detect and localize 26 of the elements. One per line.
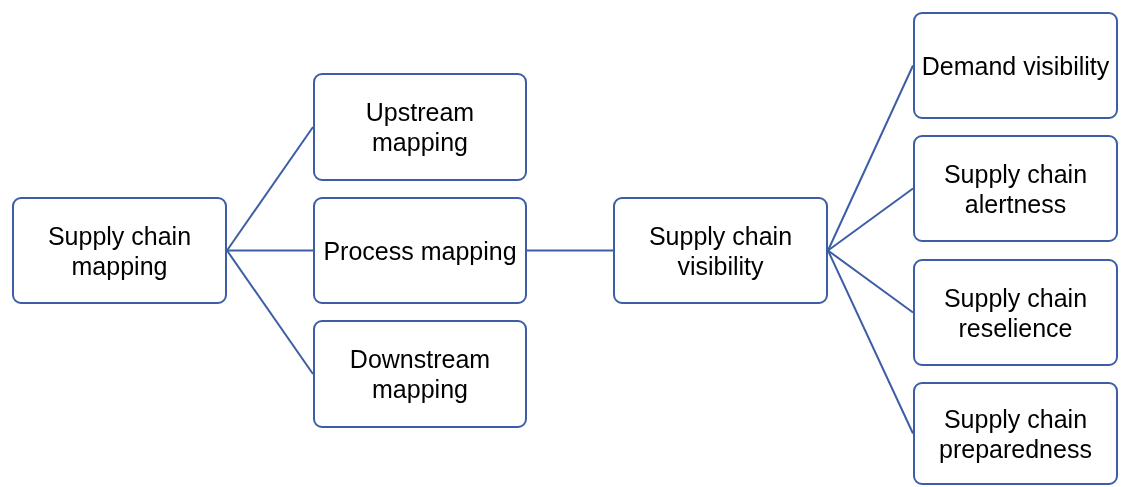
node-label: Supply chain mapping — [46, 220, 193, 281]
connector-line — [226, 126, 314, 252]
process-box — [913, 12, 1118, 119]
process-box — [313, 73, 527, 181]
connector-line — [827, 249, 914, 435]
node-label: Downstream mapping — [348, 344, 492, 404]
connector-line — [827, 64, 914, 252]
connector-line — [526, 249, 614, 252]
process-box — [313, 197, 527, 304]
node-label: Demand visibility — [921, 50, 1110, 81]
process-box — [913, 259, 1118, 366]
process-box — [613, 197, 828, 304]
node-label: Supply chain visibility — [647, 220, 794, 281]
process-box — [913, 382, 1118, 485]
node-label: Supply chain preparedness — [938, 403, 1093, 464]
connector-line — [226, 249, 314, 375]
connector-line — [827, 187, 914, 252]
process-box — [313, 320, 527, 428]
process-box — [12, 197, 227, 304]
node-label: Supply chain alertness — [942, 158, 1089, 219]
node-label: Process mapping — [323, 235, 517, 266]
process-box — [913, 135, 1118, 242]
connector-line — [827, 249, 914, 314]
connector-line — [226, 249, 314, 252]
node-label: Upstream mapping — [364, 97, 476, 157]
node-label: Supply chain reselience — [942, 282, 1089, 343]
